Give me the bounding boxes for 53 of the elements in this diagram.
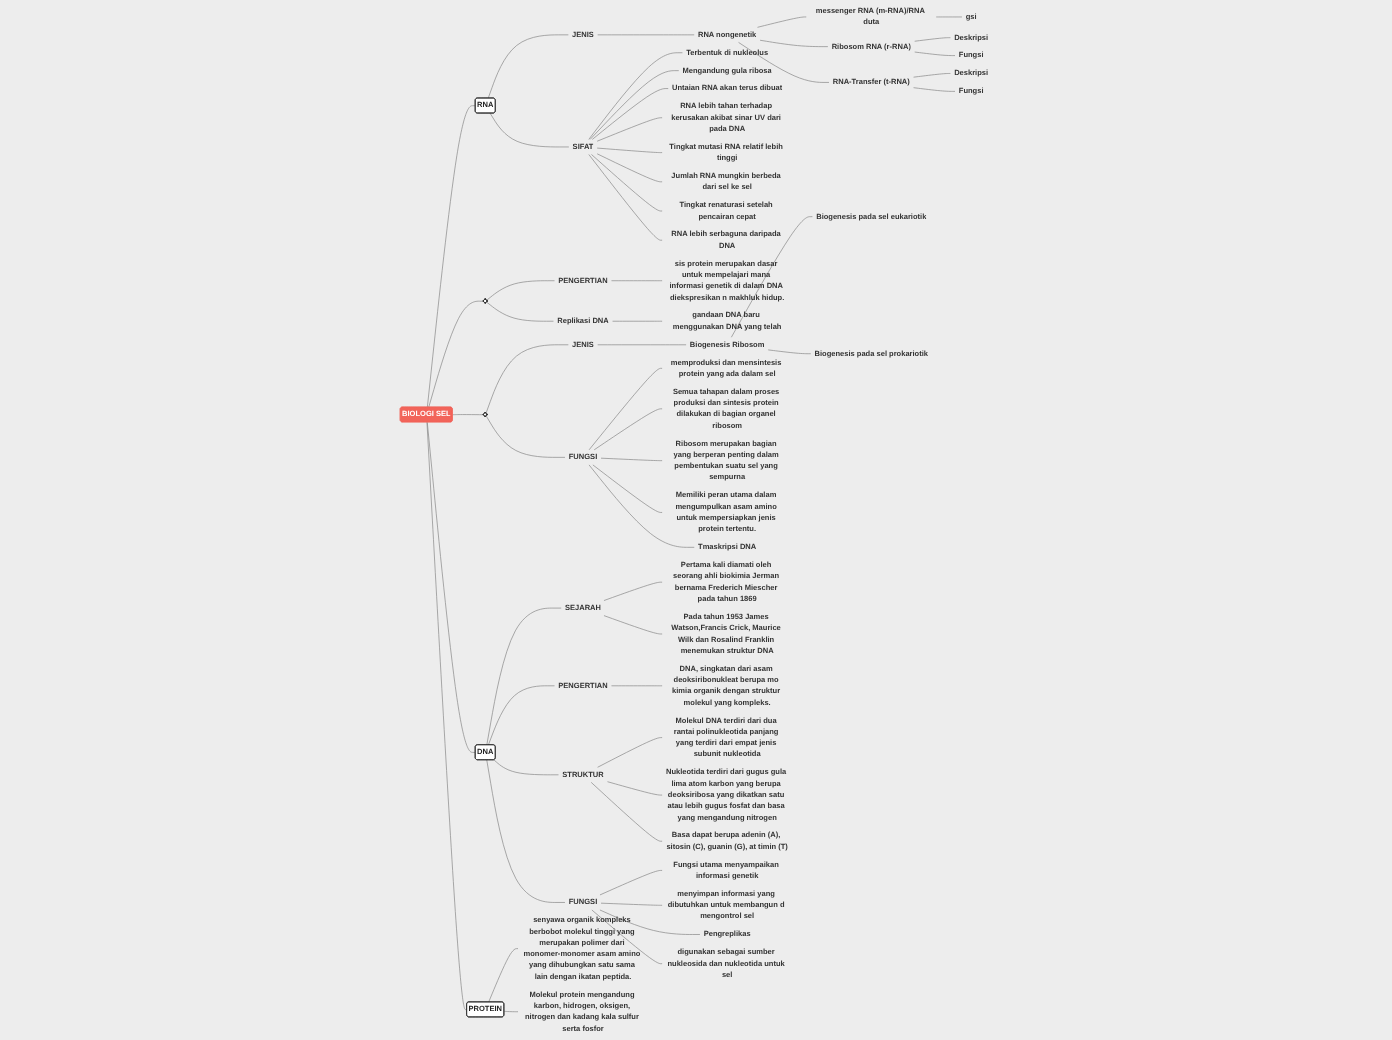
connector <box>603 615 663 635</box>
connector <box>596 117 663 142</box>
connector <box>488 685 555 746</box>
connector <box>427 105 476 408</box>
connector <box>611 685 663 687</box>
connector <box>597 737 663 768</box>
connector <box>599 909 701 935</box>
connector <box>914 37 951 42</box>
connector <box>612 320 663 322</box>
connector <box>590 782 663 842</box>
connector <box>738 42 830 83</box>
connector <box>486 280 555 301</box>
connector <box>503 1010 519 1013</box>
connector <box>428 300 484 408</box>
connector <box>731 216 813 338</box>
connector <box>913 87 956 92</box>
connector <box>935 16 963 18</box>
connector <box>596 153 663 183</box>
connector <box>588 367 663 451</box>
connector <box>486 607 562 746</box>
connector <box>426 421 468 1010</box>
connector <box>607 781 663 796</box>
connector <box>489 112 570 148</box>
connector <box>486 415 566 458</box>
connector <box>452 414 484 416</box>
connector <box>485 344 569 414</box>
connector <box>914 51 956 56</box>
connector <box>593 408 663 451</box>
connector <box>591 909 663 965</box>
connector <box>486 301 554 322</box>
connector <box>600 902 663 906</box>
connector <box>486 759 566 903</box>
connector <box>599 870 663 896</box>
connector <box>767 349 812 355</box>
connector <box>597 344 687 346</box>
connector <box>592 464 663 513</box>
connector <box>588 154 663 241</box>
connector <box>596 147 663 153</box>
connector <box>487 34 569 99</box>
connector <box>597 34 695 36</box>
connector <box>611 280 663 282</box>
connector <box>588 52 683 140</box>
connector <box>591 154 663 212</box>
connector <box>588 464 695 548</box>
connector <box>759 39 829 47</box>
connector <box>493 759 559 776</box>
connector <box>757 16 807 28</box>
connector <box>488 948 519 1003</box>
connector <box>603 581 663 601</box>
connector <box>589 70 680 140</box>
connector <box>600 457 663 461</box>
connector <box>913 73 951 78</box>
connector <box>591 88 669 140</box>
